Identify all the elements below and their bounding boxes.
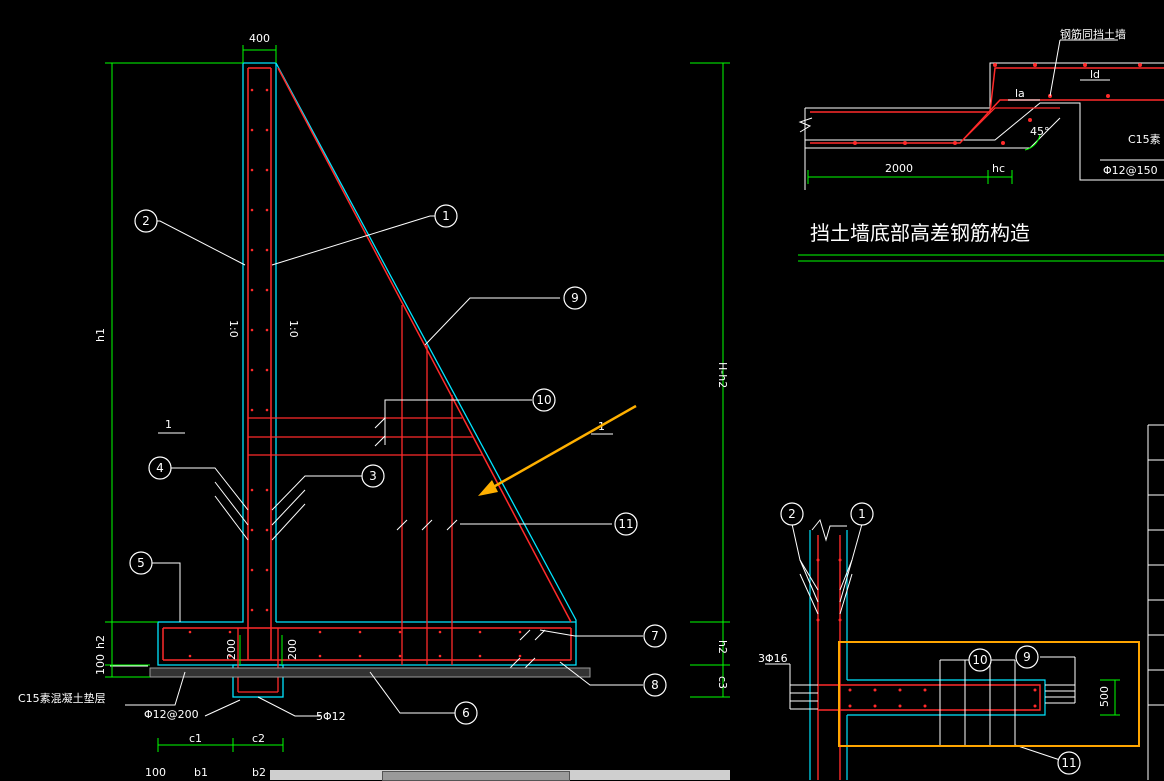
callout-3	[361, 464, 385, 488]
detail-title: 挡土墙底部高差钢筋构造	[810, 221, 1030, 245]
dim-c2: c2	[252, 732, 265, 745]
label-ld: ld	[1090, 68, 1100, 81]
dim-hc: hc	[992, 162, 1005, 175]
dim-2000: 2000	[885, 162, 913, 175]
callout-r1	[850, 502, 874, 526]
callouts-right: 1 2 9 10 11	[780, 502, 1081, 775]
label-3phi16: 3Φ16	[758, 652, 788, 665]
section-marker-left: 1	[158, 418, 185, 434]
svg-text:10: 10	[972, 653, 987, 667]
callout-r9	[1015, 645, 1039, 669]
dim-c3: c3	[716, 676, 729, 689]
callout-8	[643, 673, 667, 697]
svg-text:9: 9	[571, 291, 579, 305]
label-5phi12: 5Φ12	[316, 710, 346, 723]
callout-2	[134, 209, 158, 233]
rebar-dots	[188, 88, 522, 658]
dim-h2-left: h2	[94, 635, 107, 649]
svg-text:9: 9	[1023, 650, 1031, 664]
callout-10	[532, 388, 556, 412]
callout-9	[563, 286, 587, 310]
highlight-box	[838, 641, 1140, 747]
step-outline	[805, 62, 1164, 109]
svg-text:2: 2	[142, 214, 150, 228]
callout-4	[148, 456, 172, 480]
svg-text:11: 11	[618, 517, 633, 531]
wall-outline	[157, 62, 577, 666]
svg-text:8: 8	[651, 678, 659, 692]
callout-11	[614, 512, 638, 536]
leaders-left	[125, 215, 643, 717]
dim-H-h2: H-h2	[716, 362, 729, 388]
slope-right: 1:0	[287, 320, 300, 338]
svg-text:2: 2	[788, 507, 796, 521]
step-rebar-1	[810, 67, 1164, 113]
retaining-wall-section	[110, 62, 591, 698]
label-c15-partial: C15素	[1128, 133, 1161, 146]
dim-h2-right: h2	[716, 640, 729, 654]
dim-b2: b2	[252, 766, 266, 779]
dim-200-left: 200	[225, 639, 238, 660]
callout-r2	[780, 502, 804, 526]
label-45: 45°	[1030, 125, 1050, 138]
svg-text:3: 3	[369, 469, 377, 483]
label-phi12-200: Φ12@200	[144, 708, 199, 721]
svg-text:6: 6	[462, 706, 470, 720]
svg-text:11: 11	[1061, 756, 1076, 770]
callout-r11	[1057, 751, 1081, 775]
label-c15-pad: C15素混凝土垫层	[18, 691, 106, 705]
svg-text:4: 4	[156, 461, 164, 475]
step-rebar-2	[810, 99, 1164, 144]
svg-text:10: 10	[536, 393, 551, 407]
rebar-ticks	[374, 417, 546, 669]
dim-400: 400	[249, 32, 270, 45]
label-phi12-150: Φ12@150	[1103, 164, 1158, 177]
slope-left: 1:0	[227, 320, 240, 338]
svg-text:1: 1	[165, 418, 172, 431]
callouts-left: 1 2 3 4 5 6 7 8 9 10 11	[129, 204, 667, 725]
callout-6	[454, 701, 478, 725]
svg-text:1: 1	[858, 507, 866, 521]
bottom-toolbar[interactable]	[270, 770, 730, 781]
label-rebar-same-as-wall: 钢筋同挡土墙	[1060, 27, 1126, 41]
step-rebar-3	[964, 107, 1060, 139]
callout-1	[434, 204, 458, 228]
dimensions-left	[105, 45, 730, 752]
step-detail	[798, 39, 1164, 262]
callout-7	[643, 624, 667, 648]
highlight-arrow	[478, 404, 637, 496]
label-la: la	[1015, 87, 1025, 100]
svg-text:5: 5	[137, 556, 145, 570]
callout-r10	[968, 648, 992, 672]
dim-100-left: 100	[94, 654, 107, 675]
svg-text:1: 1	[442, 209, 450, 223]
dim-500: 500	[1098, 686, 1111, 707]
svg-text:7: 7	[651, 629, 659, 643]
dim-c1: c1	[189, 732, 202, 745]
plan-detail	[765, 424, 1164, 780]
dim-h1: h1	[94, 328, 107, 342]
step-base-outline	[805, 102, 1164, 181]
dim-200-right: 200	[286, 639, 299, 660]
rebar-counterfort-slope	[277, 67, 572, 623]
callout-5	[129, 551, 153, 575]
dim-100-bottom: 100	[145, 766, 166, 779]
dim-b1: b1	[194, 766, 208, 779]
